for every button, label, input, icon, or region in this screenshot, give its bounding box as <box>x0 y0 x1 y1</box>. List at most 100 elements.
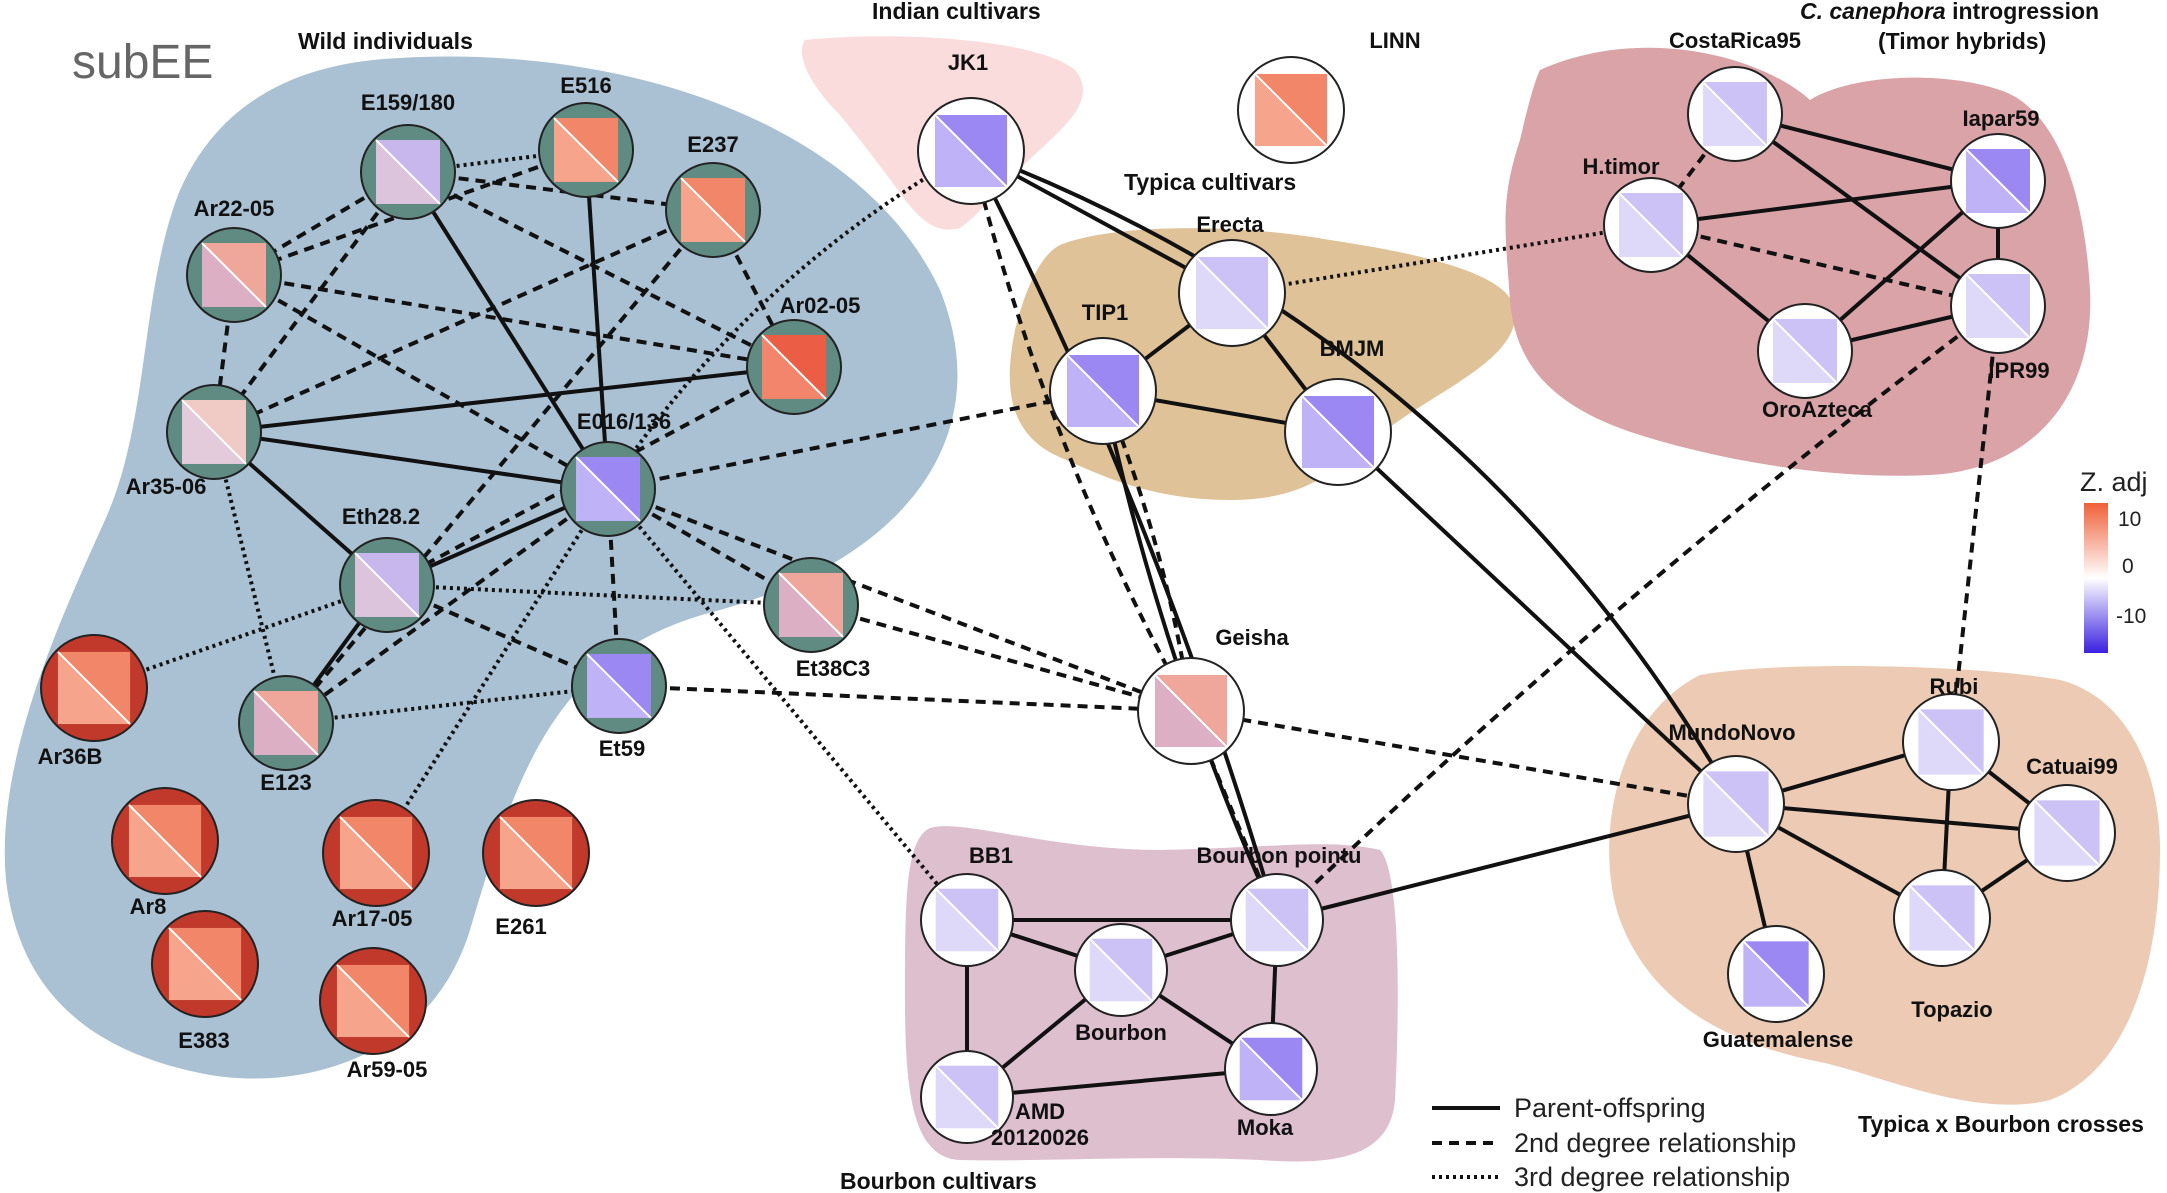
title: subEE <box>72 36 213 89</box>
edge-dashed-IPR99-Bourbon_pointu <box>1275 304 2000 922</box>
color-scale-bar <box>2084 503 2108 653</box>
heatmap-diagonal <box>1245 888 1309 952</box>
legend: Parent-offspring 2nd degree relationship… <box>1432 1093 1796 1192</box>
node-E516[interactable]: E516 <box>538 73 634 198</box>
group-labels: subEE Wild individuals Indian cultivars … <box>72 0 2144 1193</box>
node-Ar8[interactable]: Ar8 <box>111 787 219 919</box>
canephora-introgression-region <box>1505 47 2091 476</box>
node-E261[interactable]: E261 <box>482 799 590 939</box>
node-H_timor[interactable]: H.timor <box>1583 154 1699 273</box>
node-Ar35_06[interactable]: Ar35-06 <box>126 384 262 499</box>
edge-dashed-Et59-Geisha <box>618 684 1192 713</box>
group-label-bourbon: Bourbon cultivars <box>840 1168 1037 1193</box>
heatmap-diagonal <box>253 690 319 756</box>
node-label: Guatemalense <box>1703 1027 1853 1052</box>
node-label: Et59 <box>599 736 645 761</box>
heatmap-diagonal <box>1618 192 1684 258</box>
node-Rubi[interactable]: Rubi <box>1902 674 2000 791</box>
node-label: Ar8 <box>130 894 167 919</box>
node-label: Bourbon <box>1075 1020 1167 1045</box>
node-Eth28_2[interactable]: Eth28.2 <box>339 504 435 633</box>
node-Ar36B[interactable]: Ar36B <box>38 634 148 769</box>
node-Moka[interactable]: Moka <box>1224 1022 1318 1140</box>
node-Et38C3[interactable]: Et38C3 <box>763 557 870 681</box>
edge-dashed-E237-Ar35_06 <box>213 208 714 434</box>
node-Topazio[interactable]: Topazio <box>1893 869 1993 1022</box>
node-Ar59_05[interactable]: Ar59-05 <box>319 947 428 1082</box>
node-Bourbon_pointu[interactable]: Bourbon pointu <box>1197 843 1362 967</box>
node-JK1[interactable]: JK1 <box>917 50 1025 205</box>
node-label: TIP1 <box>1082 300 1128 325</box>
node-Guatemalense[interactable]: Guatemalense <box>1703 925 1853 1052</box>
node-Et59[interactable]: Et59 <box>571 638 667 761</box>
node-Iapar59[interactable]: Iapar59 <box>1950 106 2046 229</box>
heatmap-diagonal <box>57 651 131 725</box>
node-label: Ar59-05 <box>347 1057 428 1082</box>
node-E016_136[interactable]: E016/136 <box>560 409 671 537</box>
node-Ar17_05[interactable]: Ar17-05 <box>322 799 430 931</box>
node-LINN[interactable]: LINN <box>1237 28 1421 164</box>
heatmap-diagonal <box>935 1065 999 1129</box>
heatmap-diagonal <box>2033 799 2101 867</box>
node-label: Eth28.2 <box>342 504 420 529</box>
node-label: JK1 <box>948 50 988 75</box>
heatmap-diagonal <box>586 653 652 719</box>
node-TIP1[interactable]: TIP1 <box>1049 300 1157 445</box>
node-BB1[interactable]: BB1 <box>920 843 1014 967</box>
node-label: Catuai99 <box>2026 754 2118 779</box>
group-label-crosses: Typica x Bourbon crosses <box>1858 1111 2144 1137</box>
edge-solid-JK1-MundoNovo <box>970 149 1738 805</box>
node-label: LINN <box>1369 28 1420 53</box>
node-E383[interactable]: E383 <box>151 910 259 1053</box>
node-OroAzteca[interactable]: OroAzteca <box>1757 303 1873 422</box>
node-label: E123 <box>260 770 311 795</box>
node-Ar02_05[interactable]: Ar02-05 <box>746 293 860 415</box>
node-Bourbon[interactable]: Bourbon <box>1074 923 1168 1045</box>
heatmap-diagonal <box>375 139 441 205</box>
node-Ar22_05[interactable]: Ar22-05 <box>186 196 282 323</box>
edge-dotted-E016_136-Ar17_05 <box>374 487 610 855</box>
color-scale-tick-mid: 0 <box>2122 555 2134 578</box>
node-CostaRica95[interactable]: CostaRica95 <box>1669 28 1801 162</box>
edge-dashed-E237-E123 <box>284 208 715 725</box>
node-Geisha[interactable]: Geisha <box>1137 625 1289 765</box>
legend-dotted-label: 3rd degree relationship <box>1514 1162 1790 1192</box>
heatmap-diagonal <box>1301 395 1375 469</box>
heatmap-diagonal <box>1908 884 1976 952</box>
heatmap-diagonal <box>1089 938 1153 1002</box>
edge-solid-Ar35_06-Ar02_05 <box>213 365 795 434</box>
heatmap-diagonal <box>680 177 746 243</box>
node-BMJM[interactable]: BMJM <box>1284 336 1392 486</box>
heatmap-diagonal <box>354 552 420 618</box>
edge-dashed-E016_136-Geisha <box>607 487 1192 713</box>
heatmap-diagonal <box>1195 256 1269 330</box>
edge-dashed-IPR99-Rubi <box>1949 305 2000 743</box>
heatmap-diagonal <box>761 334 827 400</box>
edge-dashed-E516-Ar22_05 <box>233 148 587 277</box>
edge-solid-JK1-Bourbon_pointu <box>969 150 1279 921</box>
node-label: Geisha <box>1215 625 1289 650</box>
node-label: Moka <box>1237 1115 1294 1140</box>
node-MundoNovo[interactable]: MundoNovo <box>1668 720 1796 853</box>
heatmap-diagonal <box>1254 73 1328 147</box>
group-label-canephora-line2: (Timor hybrids) <box>1878 28 2046 54</box>
node-label: E237 <box>687 132 738 157</box>
node-label: AMD <box>1015 1099 1065 1124</box>
node-Catuai99[interactable]: Catuai99 <box>2018 754 2118 882</box>
node-E237[interactable]: E237 <box>665 132 761 258</box>
heatmap-diagonal <box>575 456 641 522</box>
node-E159_180[interactable]: E159/180 <box>360 90 456 220</box>
heatmap-diagonal <box>935 888 999 952</box>
heatmap-diagonal <box>1772 318 1838 384</box>
color-scale: Z. adj 10 0 -10 <box>2080 467 2148 653</box>
heatmap-diagonal <box>499 816 573 890</box>
node-E123[interactable]: E123 <box>238 675 334 795</box>
node-IPR99[interactable]: IPR99 <box>1950 258 2050 383</box>
edge-dotted-E016_136-BB1 <box>606 487 969 922</box>
edge-solid-E159_180-E016_136 <box>406 170 610 491</box>
node-Erecta[interactable]: Erecta <box>1178 212 1286 347</box>
heatmap-diagonal <box>336 964 410 1038</box>
legend-solid-label: Parent-offspring <box>1514 1093 1706 1123</box>
